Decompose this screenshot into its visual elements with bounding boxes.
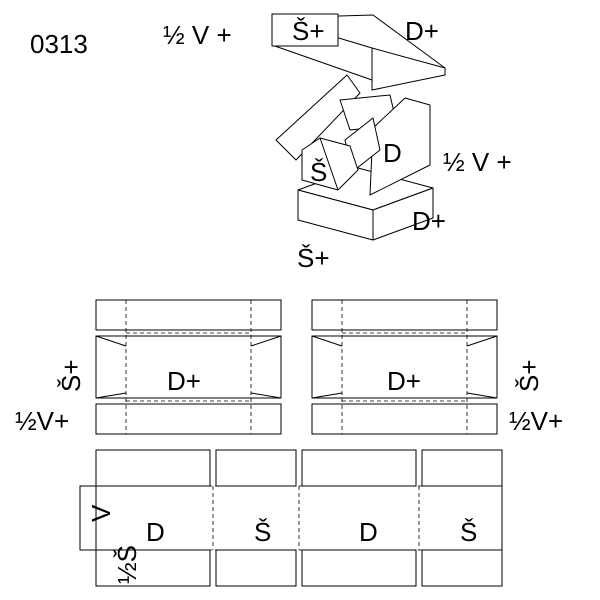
tube-panel-2-label: Š [254, 517, 271, 547]
tube-blank: V ½Š D Š D Š [79, 449, 503, 587]
lid-left-height-label: ½V+ [15, 406, 69, 436]
base-height-label: ½ V + [443, 147, 512, 177]
tube-flap-label: V [86, 504, 116, 522]
tube-panel-3-label: D [359, 517, 378, 547]
lid-box [271, 13, 446, 91]
inner-length-label: D [383, 138, 402, 168]
tube-panel-1-label: D [146, 517, 165, 547]
lid-left-side-label: Š+ [56, 359, 86, 392]
inner-tube [275, 74, 431, 196]
base-length-label: D+ [412, 206, 446, 236]
lid-blank-right: D+ Š+ ½V+ [311, 299, 563, 436]
lid-left-center-label: D+ [167, 366, 201, 396]
box-illustration: ½ V + Š+ D+ Š D ½ V + D+ Š+ [163, 13, 512, 273]
lid-blank-left: D+ Š+ ½V+ [15, 299, 282, 436]
tube-height-label: ½Š [112, 545, 142, 584]
lid-right-height-label: ½V+ [509, 406, 563, 436]
tube-panel-4-label: Š [460, 517, 477, 547]
lid-right-center-label: D+ [387, 366, 421, 396]
lid-right-side-label: Š+ [514, 359, 544, 392]
inner-width-label: Š [310, 157, 327, 187]
lid-height-label: ½ V + [163, 20, 232, 50]
base-width-label: Š+ [297, 243, 330, 273]
lid-length-label: D+ [405, 16, 439, 46]
lid-width-label: Š+ [292, 16, 325, 46]
style-code: 0313 [30, 29, 88, 59]
